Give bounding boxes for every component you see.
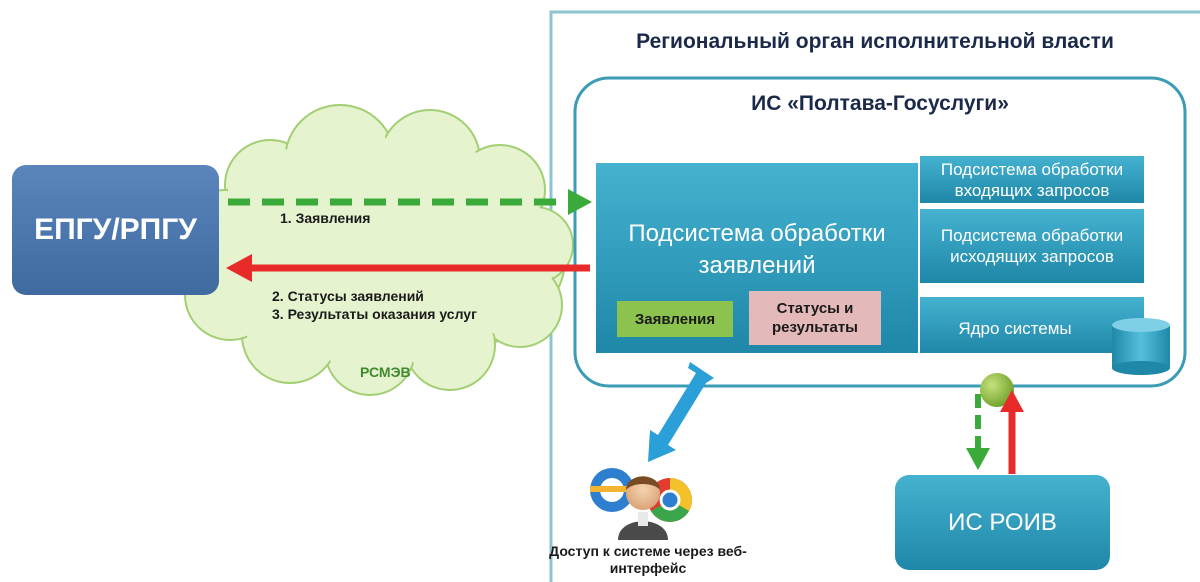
inner-title: ИС «Полтава-Госуслуги» xyxy=(751,92,1009,115)
connector-ball xyxy=(980,373,1014,407)
web-access-label: Доступ к системе через веб-интерфейс xyxy=(549,543,747,576)
epgu-label: ЕПГУ/РПГУ xyxy=(34,213,197,246)
applications-chip: Заявления xyxy=(617,301,733,337)
web-access-arrow xyxy=(648,362,714,462)
arrow-label-statuses-line: 2. Статусы заявлений xyxy=(272,288,424,304)
outgoing-subsystem-box xyxy=(920,209,1144,283)
core-box xyxy=(920,297,1144,353)
arrow-label-statuses: 2. Статусы заявлений 3. Результаты оказа… xyxy=(272,287,477,323)
core-label: Ядро системы xyxy=(958,319,1072,338)
rsmev-label: РСМЭВ xyxy=(360,364,411,380)
outgoing-subsystem-label: Подсистема обработки исходящих запросов xyxy=(940,226,1124,266)
user-icon xyxy=(590,468,692,540)
epgu-box xyxy=(12,165,219,295)
arrow-label-applications: 1. Заявления xyxy=(280,210,371,226)
arrow-label-results-line: 3. Результаты оказания услуг xyxy=(272,306,477,322)
incoming-subsystem-box xyxy=(920,156,1144,203)
outer-title: Региональный орган исполнительной власти xyxy=(636,30,1114,53)
roiv-box xyxy=(895,475,1110,570)
roiv-label: ИС РОИВ xyxy=(948,508,1057,536)
incoming-subsystem-label: Подсистема обработки входящих запросов xyxy=(940,159,1124,200)
database-icon xyxy=(1112,318,1170,375)
main-subsystem-label: Подсистема обработки заявлений xyxy=(628,220,886,279)
statuses-chip: Статусы и результаты xyxy=(749,291,881,345)
